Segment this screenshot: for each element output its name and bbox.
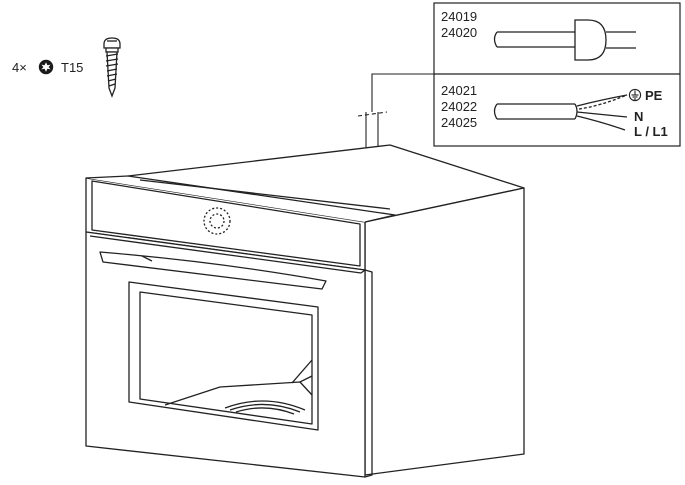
hardwire-cable-code-1: 24021 xyxy=(441,83,477,98)
torx-drive-icon xyxy=(38,59,54,75)
terminal-label-n: N xyxy=(634,109,643,124)
ground-earth-icon xyxy=(628,88,642,102)
built-in-oven-illustration xyxy=(85,144,525,478)
hardwire-cable-code-2: 24022 xyxy=(441,99,477,114)
cable-detail-box xyxy=(433,2,681,147)
plug-cable-code-1: 24019 xyxy=(441,9,477,24)
terminal-label-l: L / L1 xyxy=(634,124,668,139)
power-plug-icon xyxy=(493,19,636,61)
hardwire-cable-icon xyxy=(493,94,628,131)
hardwire-cable-code-3: 24025 xyxy=(441,115,477,130)
fastener-quantity: 4× xyxy=(12,60,27,75)
screw-icon xyxy=(103,37,121,98)
fastener-drive-size: T15 xyxy=(61,60,83,75)
terminal-label-pe: PE xyxy=(645,88,663,103)
plug-cable-code-2: 24020 xyxy=(441,25,477,40)
